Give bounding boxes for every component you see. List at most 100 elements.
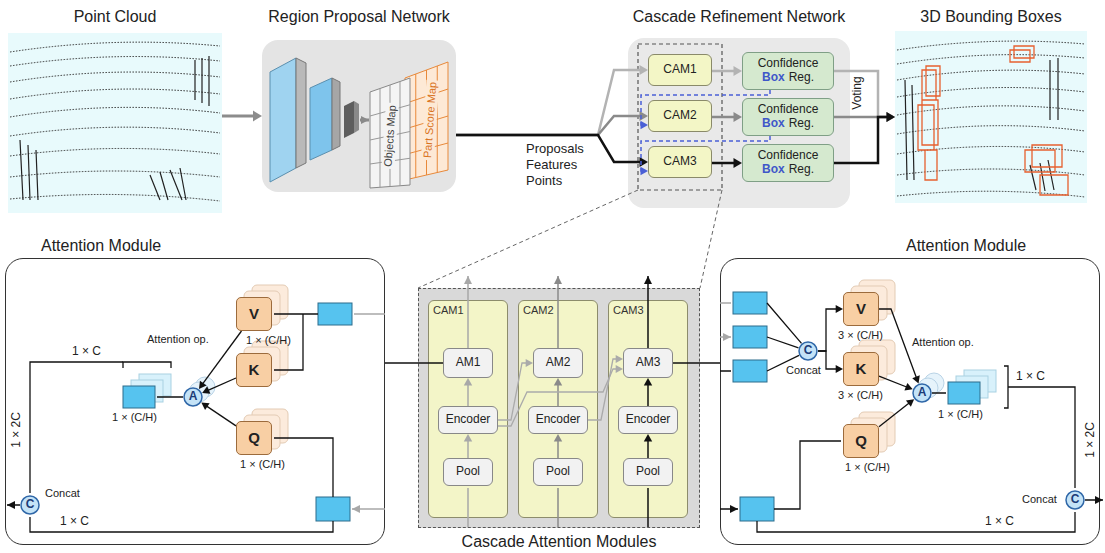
arrowhead (199, 381, 207, 389)
input-arrow (720, 303, 731, 337)
node-text: Confidence (758, 103, 819, 117)
arrowhead (887, 112, 896, 122)
node-text: Pool (636, 465, 660, 479)
connector (641, 136, 771, 175)
arrowhead (734, 66, 743, 76)
annotation-label: 1 × (C/H) (845, 461, 890, 474)
module-box: Pool (533, 458, 583, 486)
annotation-label: Part Score Map (421, 79, 439, 160)
connector-line (557, 439, 559, 458)
connector (201, 403, 236, 426)
feature-vector (733, 326, 767, 348)
annotation-label: 1 × (C/H) (246, 334, 291, 347)
module-box: CAM1 (648, 54, 712, 86)
node-text: C (1071, 493, 1080, 507)
connector (456, 111, 648, 135)
heading: CAM2 (523, 304, 554, 317)
module-box: CAM2 (648, 100, 712, 132)
heading: Point Cloud (74, 8, 157, 26)
feature-block (270, 58, 296, 182)
arrowhead (464, 434, 472, 442)
module-box: Pool (623, 458, 673, 486)
node-text: Reg. (789, 117, 814, 131)
connector (712, 158, 742, 168)
node-text: AM3 (636, 356, 661, 370)
node-text: CAM2 (663, 109, 696, 123)
connector-line (879, 402, 910, 427)
arrowhead (836, 305, 843, 313)
connector-line (207, 378, 236, 391)
connector-line (557, 383, 559, 406)
arrowhead (887, 112, 896, 122)
arrowhead (734, 158, 743, 168)
feature-vector (123, 386, 155, 408)
node-text: K (249, 361, 260, 378)
operator-circle: C (798, 341, 818, 361)
objects-map-grid (370, 78, 410, 188)
node-text: Pool (456, 465, 480, 479)
connector-line (385, 362, 443, 364)
connector-line (712, 116, 736, 119)
network-panel: Cascade Refinement NetworkCAM1Confidence… (628, 38, 850, 208)
data-line (767, 303, 1008, 408)
node-text: Reg. (789, 163, 814, 177)
heading: CAM3 (613, 304, 644, 317)
connector (644, 434, 652, 458)
node-text: Reg. (789, 71, 814, 85)
arrowhead (887, 112, 896, 122)
module-box: AM3 (623, 348, 673, 378)
connector (464, 378, 472, 406)
connector (588, 355, 623, 420)
node-text: Encoder (446, 413, 491, 427)
connector (456, 65, 648, 135)
feature-block (310, 78, 332, 160)
connector-line (818, 309, 838, 351)
annotation-label: Attention op. (147, 333, 209, 346)
annotation-label: 1 × (C/H) (240, 458, 285, 471)
connector (641, 90, 771, 129)
feature-vector (733, 292, 767, 314)
connector (834, 71, 895, 122)
connector-line (641, 136, 770, 171)
node-text: A (189, 390, 198, 404)
module-box: Encoder (618, 406, 678, 434)
annotation-label: 3 × (C/H) (838, 329, 883, 342)
connector-line (498, 369, 618, 426)
module-box: AM1 (443, 348, 493, 378)
arrowhead (202, 386, 210, 393)
arrowhead (253, 111, 262, 122)
connector-line (834, 71, 889, 117)
arrowhead (734, 112, 743, 122)
circle-outline (184, 388, 202, 406)
annotation-label: 1 × C (985, 515, 1014, 529)
annotation-label: 1 × C (60, 515, 89, 529)
arrowhead (616, 365, 623, 373)
head-copy (851, 346, 887, 380)
node-text: Q (248, 429, 260, 446)
head-box: ConfidenceBoxReg. (742, 52, 834, 90)
feature-vector (316, 497, 350, 521)
circle-outline (1066, 491, 1084, 509)
connector-line (879, 376, 908, 387)
heading: Attention Module (41, 237, 161, 255)
zoom-leaders (418, 190, 722, 288)
head-copy (244, 291, 280, 325)
node-text: C (26, 498, 35, 512)
annotation-label: Objects Map (381, 103, 398, 169)
operator-circle: A (183, 387, 203, 407)
connector-line (498, 363, 528, 420)
circle-outline (21, 496, 39, 514)
node-text: CAM1 (663, 63, 696, 77)
connector-line (647, 383, 649, 406)
connector-line (456, 116, 642, 135)
arrowhead (641, 167, 649, 175)
connector (818, 351, 843, 373)
heading: Region Proposal Network (268, 8, 449, 26)
arrowhead (644, 434, 652, 442)
annotation-label: Attention op. (912, 336, 974, 349)
input-arrow (352, 314, 385, 509)
head-box: ConfidenceBoxReg. (742, 144, 834, 182)
annotation-label: Proposals Features Points (526, 141, 598, 189)
projection-box: Q (236, 421, 272, 455)
connector (644, 378, 652, 406)
